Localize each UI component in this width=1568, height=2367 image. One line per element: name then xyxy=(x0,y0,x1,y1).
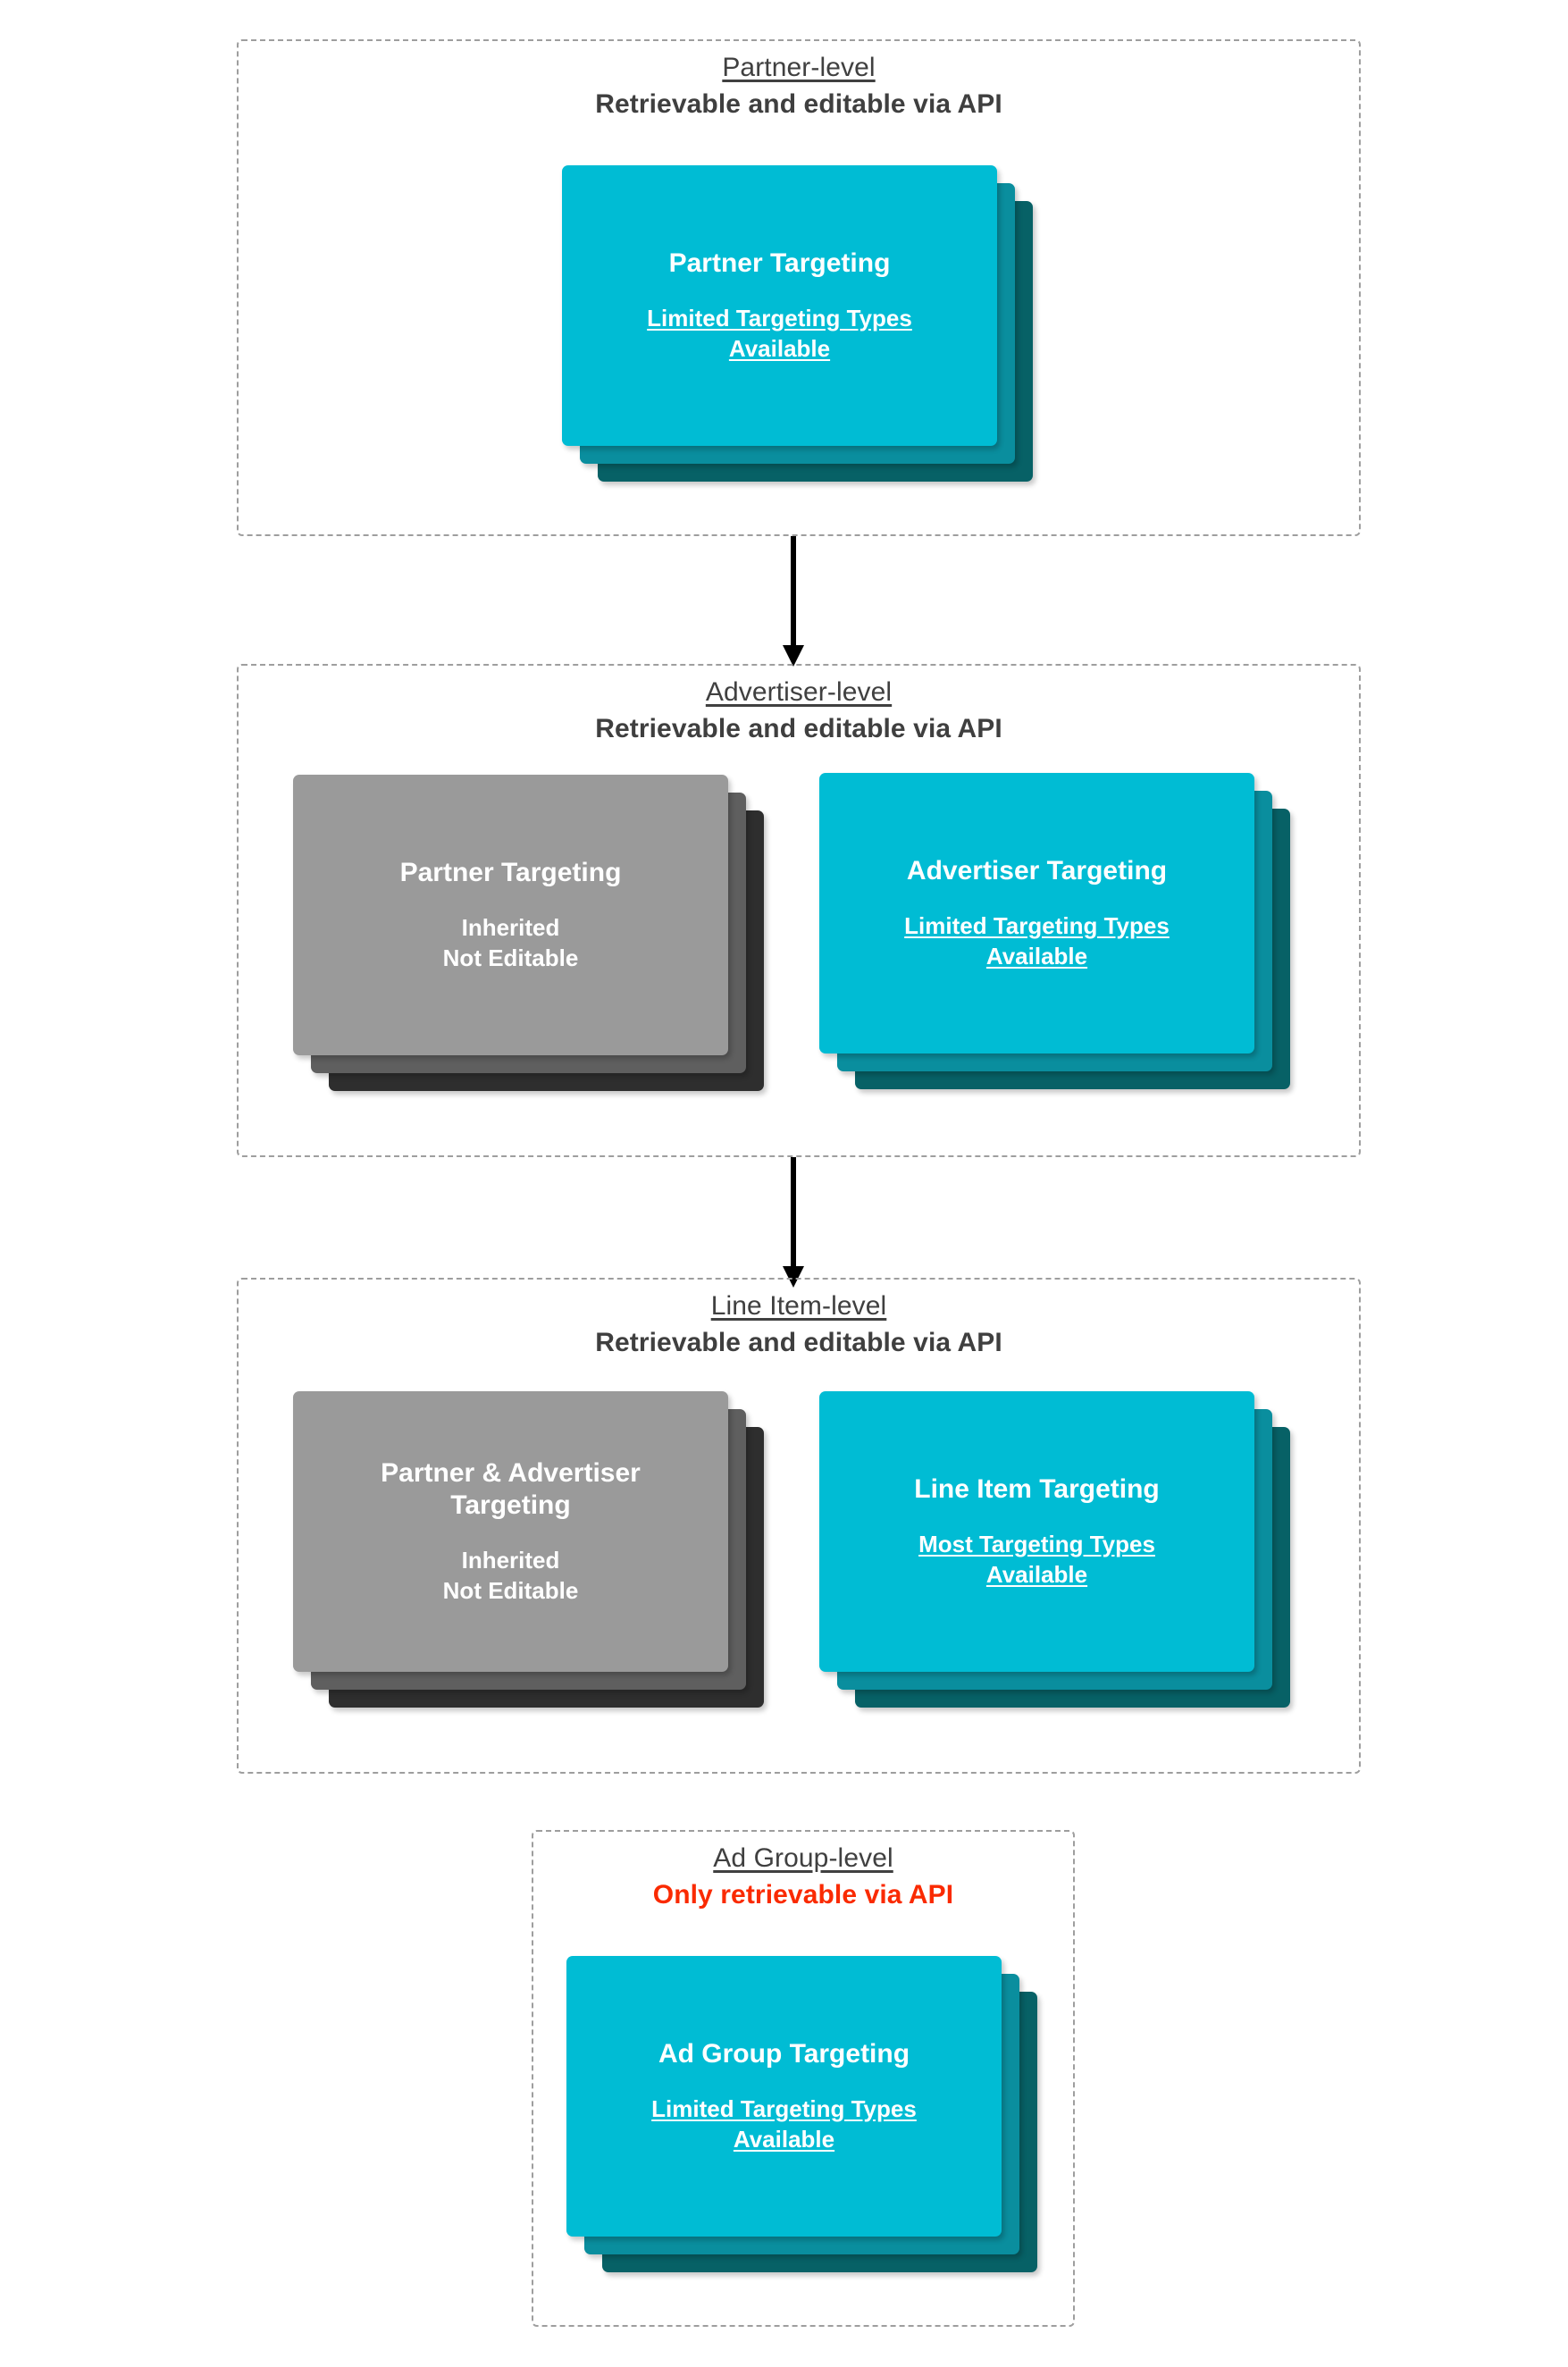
level-title-advertiser: Advertiser-level xyxy=(705,677,893,707)
arrow-shaft xyxy=(791,1157,796,1266)
card-title: Advertiser Targeting xyxy=(906,855,1168,886)
card-stack-line-item-targeting[interactable]: Line Item Targeting Most Targeting Types… xyxy=(819,1391,1290,1708)
card-layer-front[interactable]: Ad Group Targeting Limited Targeting Typ… xyxy=(566,1956,1002,2237)
card-stack-inherited-partner-targeting[interactable]: Partner Targeting Inherited Not Editable xyxy=(293,775,764,1091)
card-stack-partner-targeting[interactable]: Partner Targeting Limited Targeting Type… xyxy=(562,165,1033,482)
card-stack-ad-group-targeting[interactable]: Ad Group Targeting Limited Targeting Typ… xyxy=(566,1956,1037,2272)
arrow-head-icon xyxy=(783,645,804,667)
level-title-line-item: Line Item-level xyxy=(710,1291,887,1321)
card-title: Ad Group Targeting xyxy=(658,2038,910,2069)
card-title: Partner & Advertiser Targeting xyxy=(381,1457,641,1520)
card-layer-front[interactable]: Partner & Advertiser Targeting Inherited… xyxy=(293,1391,728,1672)
level-subtitle-ad-group: Only retrievable via API xyxy=(652,1880,954,1910)
card-subtitle: Limited Targeting Types Available xyxy=(904,911,1170,969)
card-layer-front[interactable]: Line Item Targeting Most Targeting Types… xyxy=(819,1391,1254,1672)
level-box-line-item: Line Item-level Retrievable and editable… xyxy=(237,1278,1361,1774)
level-title-partner: Partner-level xyxy=(722,53,876,82)
level-subtitle-line-item: Retrievable and editable via API xyxy=(595,1328,1002,1358)
level-header-line-item: Line Item-level Retrievable and editable… xyxy=(239,1290,1359,1359)
level-title-ad-group: Ad Group-level xyxy=(713,1843,893,1873)
level-subtitle-partner: Retrievable and editable via API xyxy=(595,89,1002,120)
card-title: Line Item Targeting xyxy=(914,1473,1160,1504)
arrow-head-icon xyxy=(783,1266,804,1288)
level-header-partner: Partner-level Retrievable and editable v… xyxy=(239,52,1359,121)
card-title: Partner Targeting xyxy=(668,248,891,278)
card-stack-inherited-partner-advertiser-targeting[interactable]: Partner & Advertiser Targeting Inherited… xyxy=(293,1391,764,1708)
level-box-partner: Partner-level Retrievable and editable v… xyxy=(237,39,1361,536)
connector-arrow-advertiser-to-line-item xyxy=(783,1157,804,1288)
card-layer-front[interactable]: Partner Targeting Inherited Not Editable xyxy=(293,775,728,1055)
card-layer-front[interactable]: Partner Targeting Limited Targeting Type… xyxy=(562,165,997,446)
card-subtitle: Most Targeting Types Available xyxy=(918,1530,1155,1588)
card-subtitle: Inherited Not Editable xyxy=(442,1546,579,1604)
card-layer-front[interactable]: Advertiser Targeting Limited Targeting T… xyxy=(819,773,1254,1053)
card-subtitle: Limited Targeting Types Available xyxy=(651,2094,917,2153)
level-box-advertiser: Advertiser-level Retrievable and editabl… xyxy=(237,664,1361,1157)
level-header-ad-group: Ad Group-level Only retrievable via API xyxy=(533,1842,1073,1911)
level-subtitle-advertiser: Retrievable and editable via API xyxy=(595,714,1002,744)
card-subtitle: Limited Targeting Types Available xyxy=(647,304,912,362)
level-header-advertiser: Advertiser-level Retrievable and editabl… xyxy=(239,676,1359,745)
connector-arrow-partner-to-advertiser xyxy=(783,536,804,667)
card-stack-advertiser-targeting[interactable]: Advertiser Targeting Limited Targeting T… xyxy=(819,773,1290,1089)
level-box-ad-group: Ad Group-level Only retrievable via API … xyxy=(532,1830,1075,2327)
card-subtitle: Inherited Not Editable xyxy=(442,913,579,971)
card-title: Partner Targeting xyxy=(399,857,622,887)
arrow-shaft xyxy=(791,536,796,645)
